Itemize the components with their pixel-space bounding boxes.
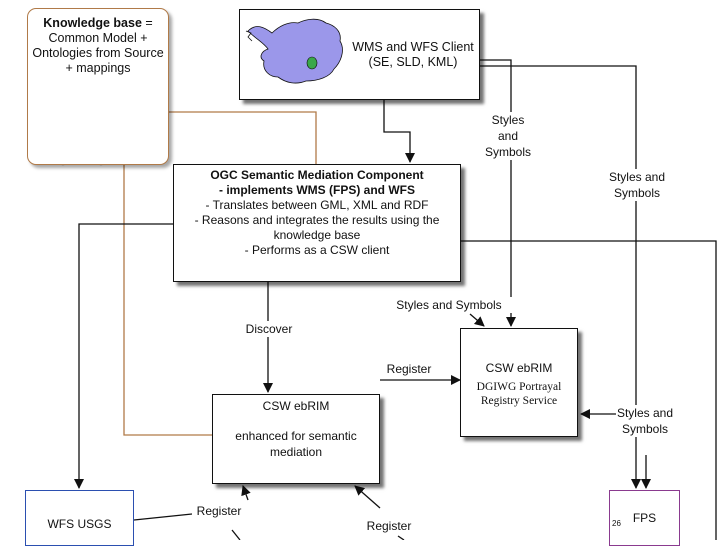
knowledge-base-text: Knowledge base = Common Model + Ontologi…	[28, 16, 168, 76]
fps-box: FPS	[609, 490, 680, 546]
edge-label-styles-symbols-4: Styles and Symbols	[616, 405, 674, 437]
ogc-title-line1: OGC Semantic Mediation Component	[210, 168, 424, 182]
wms-client-line1: WMS and WFS Client	[352, 40, 474, 54]
edge-label-register-1: Register	[381, 361, 437, 377]
wfs-usgs-label: WFS USGS	[47, 517, 112, 531]
knowledge-base-description: = Common Model + Ontologies from Source …	[32, 16, 164, 75]
csw-semantic-title: CSW ebRIM	[262, 399, 330, 413]
wms-client-line2: (SE, SLD, KML)	[368, 55, 458, 69]
csw-ebrim-semantic-box: CSW ebRIM enhanced for semantic mediatio…	[212, 394, 380, 484]
edge-label-styles-symbols-2: Styles and Symbols	[608, 169, 666, 201]
edge-label-styles-symbols-3: Styles and Symbols	[386, 297, 512, 313]
page-number: 26	[612, 519, 621, 528]
wfs-usgs-box: WFS USGS	[25, 490, 134, 546]
arrows	[74, 59, 717, 540]
edge-label-register-3: Register	[361, 518, 417, 534]
csw-portrayal-line2: Registry Service	[480, 395, 558, 407]
knowledge-base-title: Knowledge base	[43, 16, 142, 30]
csw-ebrim-portrayal-box: CSW ebRIM DGIWG Portrayal Registry Servi…	[460, 328, 578, 437]
ogc-component-text: OGC Semantic Mediation Component - imple…	[174, 168, 460, 258]
wms-wfs-client-box: WMS and WFS Client (SE, SLD, KML)	[239, 9, 480, 100]
ogc-line1: - Translates between GML, XML and RDF	[205, 198, 429, 212]
fps-label: FPS	[632, 511, 657, 525]
ogc-line2: - Reasons and integrates the results usi…	[194, 213, 440, 227]
csw-semantic-line1: enhanced for semantic	[235, 429, 357, 443]
csw-semantic-line2: mediation	[269, 445, 323, 459]
edge-label-register-2: Register	[192, 503, 246, 519]
kb-connector	[123, 111, 317, 436]
ogc-title-line2: - implements WMS (FPS) and WFS	[218, 183, 415, 197]
ogc-line4: - Performs as a CSW client	[244, 243, 390, 257]
edge-label-discover: Discover	[240, 321, 298, 337]
knowledge-base-box: Knowledge base = Common Model + Ontologi…	[27, 8, 169, 165]
antarctica-map-icon	[245, 18, 343, 84]
csw-portrayal-description: DGIWG Portrayal Registry Service	[461, 380, 577, 408]
wms-client-text: WMS and WFS Client (SE, SLD, KML)	[348, 40, 478, 70]
location-marker-icon	[306, 56, 318, 70]
edge-label-styles-symbols-1: Styles and Symbols	[480, 112, 536, 160]
csw-semantic-description: enhanced for semantic mediation	[213, 428, 379, 460]
csw-portrayal-line1: DGIWG Portrayal	[476, 381, 562, 393]
ogc-semantic-mediation-box: OGC Semantic Mediation Component - imple…	[173, 164, 461, 282]
ogc-line3: knowledge base	[273, 228, 361, 242]
csw-portrayal-title: CSW ebRIM	[485, 361, 553, 375]
